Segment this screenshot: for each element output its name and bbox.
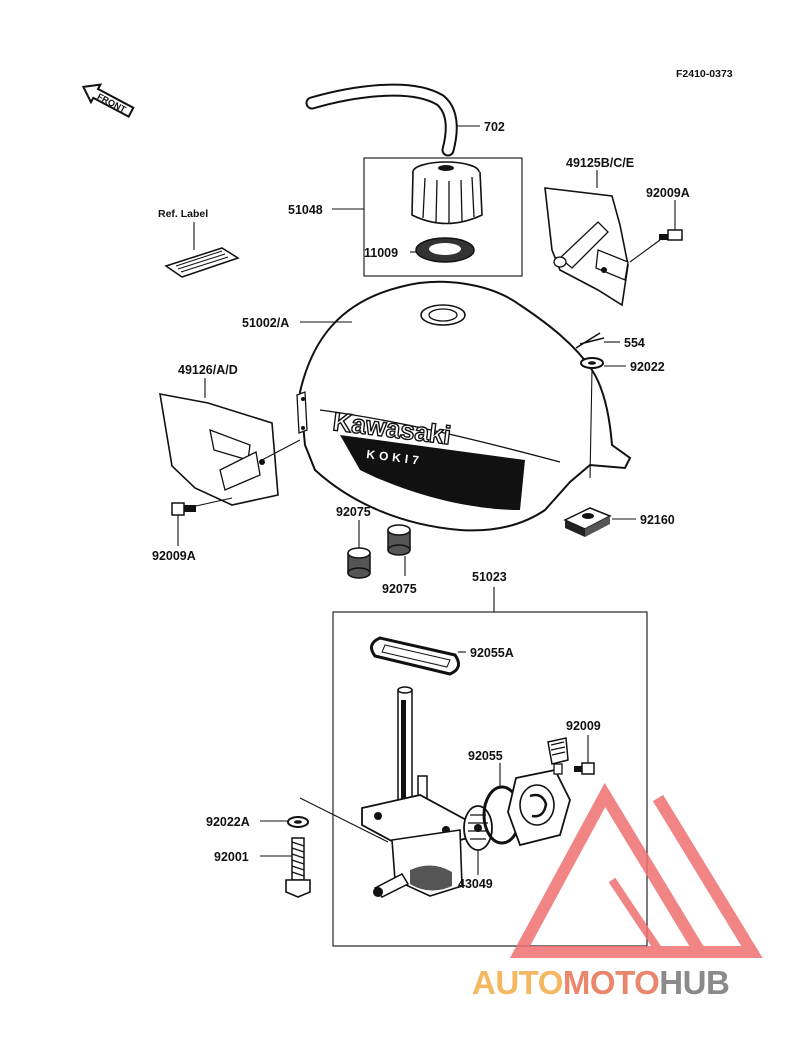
fuel-tank: Kawasaki KOKI7 [296, 280, 632, 532]
filter-43049 [463, 805, 493, 851]
screw-92009 [574, 762, 595, 775]
ref-label-sticker [164, 247, 240, 278]
front-arrow-icon: FRONT [81, 83, 135, 118]
diagram-code: F2410-0373 [676, 68, 733, 80]
label-554: 554 [624, 336, 645, 350]
label-92001: 92001 [214, 850, 249, 864]
label-51048: 51048 [288, 203, 323, 217]
label-92075-b: 92075 [382, 582, 417, 596]
gasket-92055a [369, 636, 461, 676]
washer-92022 [580, 357, 604, 369]
label-92009a-left: 92009A [152, 549, 196, 563]
label-92022a: 92022A [206, 815, 250, 829]
bolt-92009a-top [659, 229, 683, 241]
watermark-hub: HUB [659, 964, 729, 1001]
grommet-92075-a [347, 547, 371, 579]
fuel-tap-box [332, 611, 648, 947]
label-43049: 43049 [458, 877, 493, 891]
watermark-auto: AUTO [472, 964, 563, 1001]
label-702: 702 [484, 120, 505, 134]
label-11009: 11009 [364, 246, 398, 260]
cap-box [363, 157, 523, 277]
watermark-moto: MOTO [563, 964, 659, 1001]
label-49125bce: 49125B/C/E [566, 156, 634, 170]
bolt-92009a-left [171, 502, 196, 516]
label-51002a: 51002/A [242, 316, 289, 330]
label-92160: 92160 [640, 513, 675, 527]
label-92075-a: 92075 [336, 505, 371, 519]
ref-label-title: Ref. Label [158, 208, 208, 220]
breather-hose [305, 83, 458, 157]
fuel-cap [411, 161, 483, 225]
tap-lever-cover [507, 737, 571, 847]
right-side-cover [544, 187, 629, 307]
label-92009a-top: 92009A [646, 186, 690, 200]
label-92009: 92009 [566, 719, 601, 733]
label-51023: 51023 [472, 570, 507, 584]
watermark-logo [509, 782, 763, 958]
cap-gasket [415, 237, 475, 263]
bolt-92001 [285, 837, 311, 898]
clip-554 [575, 332, 605, 349]
fuel-tap-body [361, 686, 471, 898]
left-side-cover [159, 393, 279, 506]
label-92022: 92022 [630, 360, 665, 374]
label-49126ad: 49126/A/D [178, 363, 238, 377]
tank-model-text: KOKI7 [366, 447, 424, 468]
label-92055a: 92055A [470, 646, 514, 660]
label-92055: 92055 [468, 749, 503, 763]
watermark-text: AUTOMOTOHUB [472, 964, 729, 1001]
washer-92022a [287, 816, 309, 828]
damper-92160 [563, 507, 612, 537]
grommet-92075-b [387, 524, 411, 556]
front-arrow-label: FRONT [95, 91, 128, 115]
